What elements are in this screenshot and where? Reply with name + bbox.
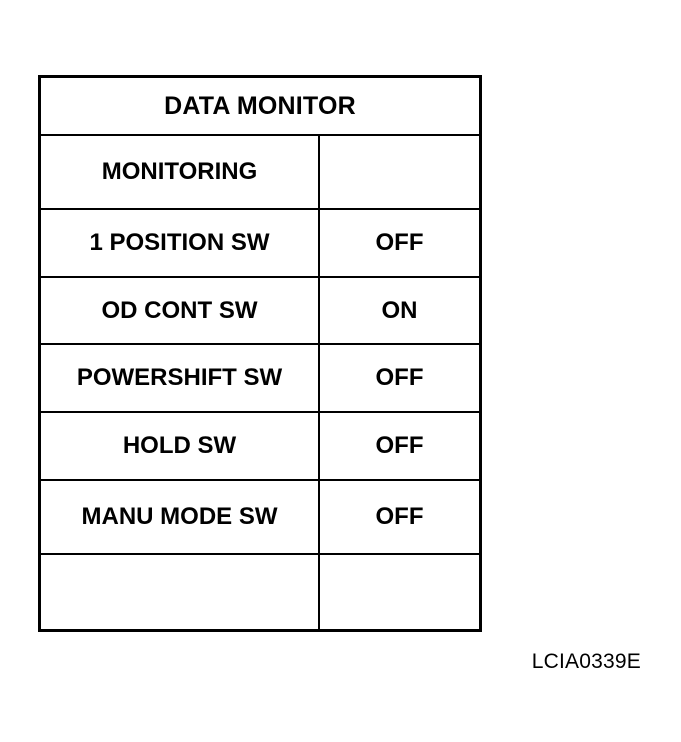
manual-mode-switch-label: MANU MODE SW [41,481,320,553]
data-monitor-panel: DATA MONITOR MONITORING 1 POSITION SW OF… [38,75,482,632]
monitor-grid: MONITORING 1 POSITION SW OFF OD CONT SW … [41,136,479,632]
table-row: 1 POSITION SW OFF [41,210,479,278]
table-row: OD CONT SW ON [41,278,479,345]
hold-switch-value: OFF [375,432,424,459]
table-row: POWERSHIFT SW OFF [41,345,479,413]
manual-mode-switch-value: OFF [375,503,424,530]
od-cont-switch-value: ON [381,296,418,324]
hold-switch-label: HOLD SW [41,413,320,479]
monitoring-header-value [320,136,479,208]
powershift-switch-value: OFF [375,364,424,391]
table-row: HOLD SW OFF [41,413,479,481]
empty-table-row [41,555,479,632]
data-monitor-title: DATA MONITOR [41,78,479,136]
empty-label-cell [41,555,320,632]
one-position-switch-label: 1 POSITION SW [41,210,320,276]
empty-value-cell [320,555,479,632]
one-position-switch-value: OFF [375,229,424,256]
powershift-switch-label: POWERSHIFT SW [41,345,320,411]
figure-code: LCIA0339E [531,650,641,673]
monitoring-header-label: MONITORING [41,136,320,208]
od-cont-switch-label: OD CONT SW [41,278,320,343]
monitoring-header-row: MONITORING [41,136,479,210]
table-row: MANU MODE SW OFF [41,481,479,555]
